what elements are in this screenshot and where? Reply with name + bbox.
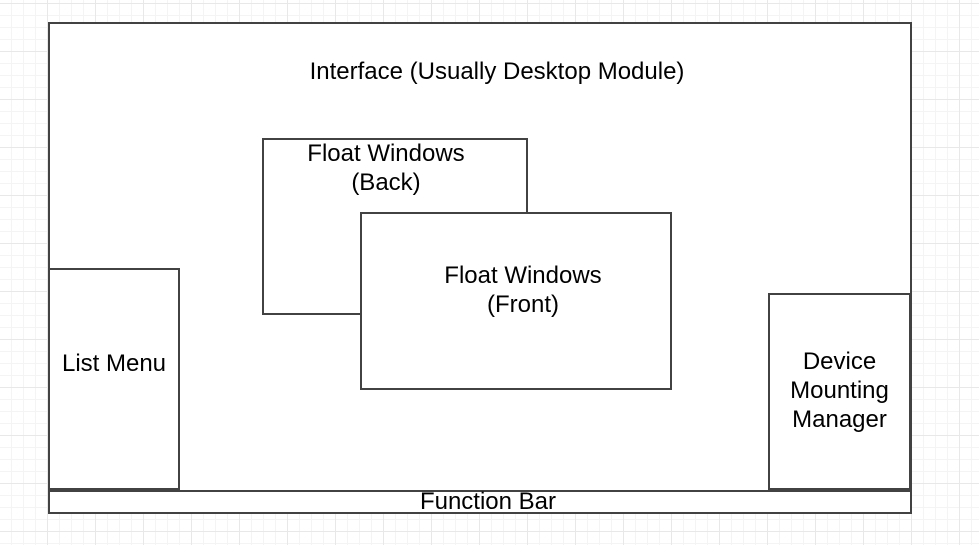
- list-menu-label: List Menu: [61, 349, 167, 377]
- device-mounting-manager-box: Device Mounting Manager: [768, 293, 911, 490]
- function-bar-label: Function Bar: [419, 488, 557, 515]
- list-menu-box: List Menu: [48, 268, 180, 490]
- float-window-front-label: Float Windows (Front): [444, 261, 602, 318]
- function-bar-box: Function Bar: [48, 490, 912, 514]
- interface-label: Interface (Usually Desktop Module): [309, 58, 685, 85]
- float-window-back-label: Float Windows (Back): [307, 140, 465, 196]
- device-mounting-manager-label: Device Mounting Manager: [790, 348, 889, 433]
- float-window-front-box: Float Windows (Front): [360, 212, 672, 390]
